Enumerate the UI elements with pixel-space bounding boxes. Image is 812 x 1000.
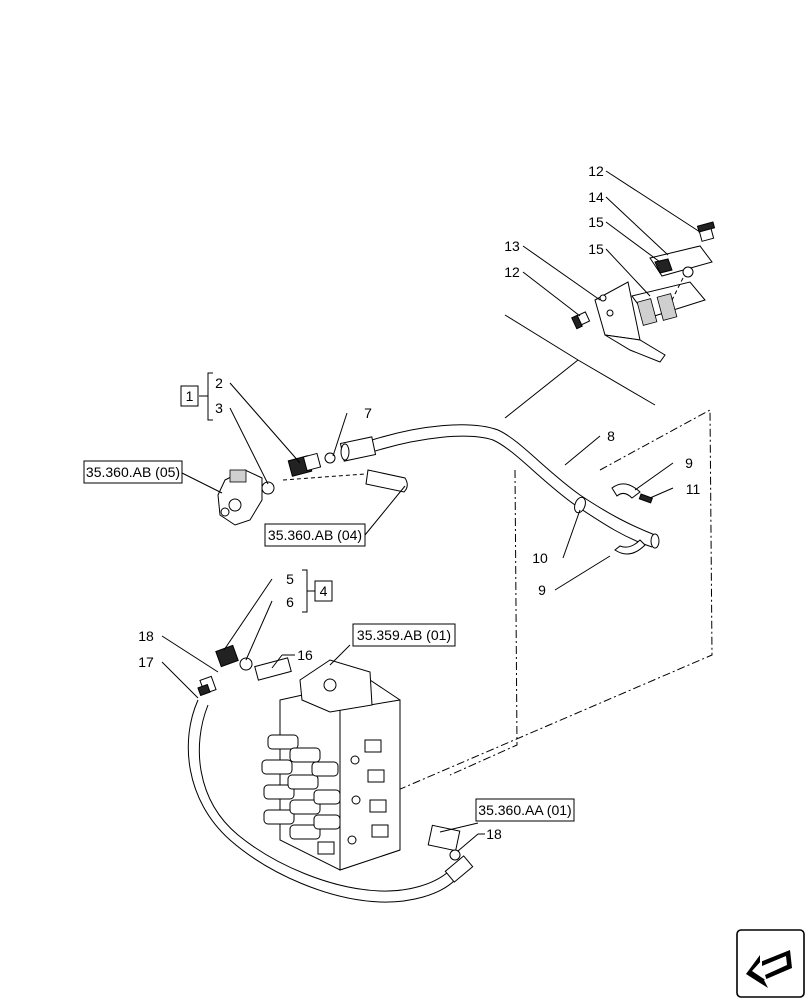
callout-12-left: 12 (504, 264, 520, 280)
callout-9-bottom: 9 (538, 582, 546, 598)
callout-3: 3 (215, 400, 223, 416)
callout-labels: 12 14 15 15 13 12 2 3 7 8 9 11 10 9 5 6 … (138, 163, 700, 842)
valve-assembly (217, 452, 408, 526)
kit-4-box: 4 (314, 580, 333, 602)
callout-16: 16 (297, 647, 313, 663)
callout-10: 10 (532, 550, 548, 566)
detail-pointer (504, 314, 656, 419)
callout-9-top: 9 (685, 455, 693, 471)
valve-spools (261, 734, 341, 840)
callout-18-right: 18 (486, 826, 502, 842)
clamp-parts (574, 483, 653, 555)
callout-15-top: 15 (588, 214, 604, 230)
callout-6: 6 (286, 594, 294, 610)
arrow-left-icon[interactable] (736, 929, 805, 998)
hose-8 (339, 424, 660, 549)
bracket-assembly (571, 221, 716, 363)
callout-11: 11 (686, 481, 701, 497)
leader-lines (161, 170, 701, 852)
reference-ab05[interactable]: 35.360.AB (05) (83, 460, 183, 484)
control-valve-block (261, 659, 401, 871)
reference-ab05-label: 35.360.AB (05) (86, 464, 180, 480)
reference-359[interactable]: 35.359.AB (01) (352, 623, 456, 647)
hose-17 (187, 699, 474, 903)
callout-5: 5 (286, 571, 294, 587)
reference-ab04-label: 35.360.AB (04) (268, 527, 362, 543)
kit-brackets (199, 372, 315, 613)
callout-18-left: 18 (138, 628, 154, 644)
callout-13: 13 (504, 238, 520, 254)
callout-14: 14 (588, 189, 604, 205)
callout-8: 8 (607, 428, 615, 444)
callout-12-top: 12 (588, 163, 604, 179)
reference-aa01-label: 35.360.AA (01) (478, 802, 571, 818)
callout-7: 7 (364, 405, 372, 421)
reference-aa01[interactable]: 35.360.AA (01) (475, 798, 575, 822)
kit-1-label: 1 (186, 388, 194, 404)
connection-lines (397, 409, 713, 791)
lower-fittings (197, 644, 461, 861)
kit-1-box: 1 (180, 385, 199, 407)
reference-359-label: 35.359.AB (01) (357, 627, 451, 643)
callout-17: 17 (138, 654, 154, 670)
callout-15-bottom: 15 (588, 241, 604, 257)
kit-4-label: 4 (320, 583, 328, 599)
reference-ab04[interactable]: 35.360.AB (04) (264, 523, 366, 547)
callout-2: 2 (215, 375, 223, 391)
